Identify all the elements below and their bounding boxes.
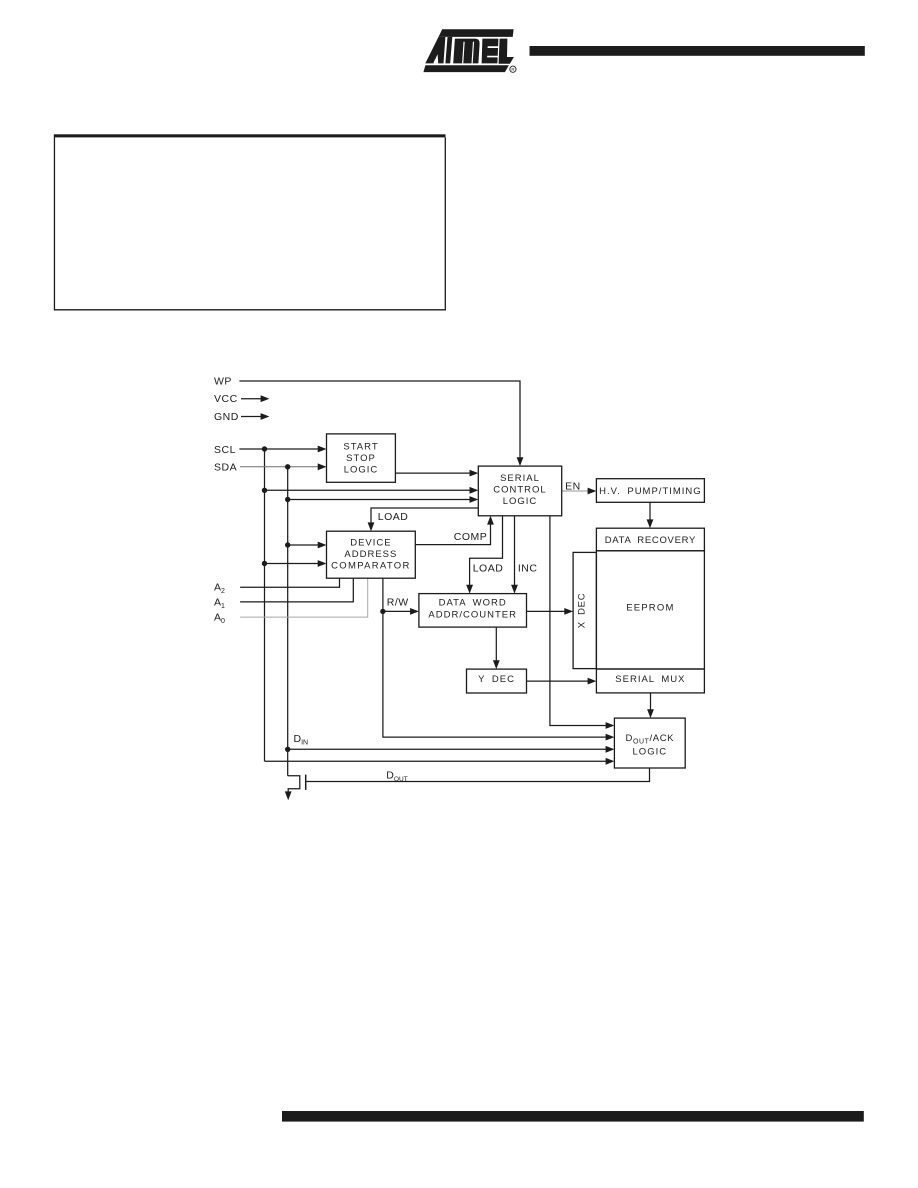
svg-text:GND: GND xyxy=(214,411,239,423)
svg-text:LOGIC: LOGIC xyxy=(633,747,668,758)
svg-text:X DEC: X DEC xyxy=(577,593,588,629)
svg-text:CONTROL: CONTROL xyxy=(493,485,546,496)
svg-text:SERIAL MUX: SERIAL MUX xyxy=(615,674,685,685)
svg-text:COMP: COMP xyxy=(454,531,488,543)
svg-text:VCC: VCC xyxy=(214,393,238,405)
svg-text:STOP: STOP xyxy=(346,453,376,464)
svg-text:DIN: DIN xyxy=(294,733,309,747)
svg-text:DEVICE: DEVICE xyxy=(350,538,391,549)
svg-text:COMPARATOR: COMPARATOR xyxy=(331,561,411,572)
svg-text:R/W: R/W xyxy=(387,597,409,609)
svg-text:LOAD: LOAD xyxy=(378,511,409,523)
svg-text:WP: WP xyxy=(214,376,232,388)
svg-text:LOAD: LOAD xyxy=(473,562,504,574)
svg-text:START: START xyxy=(343,442,378,453)
svg-text:A2: A2 xyxy=(214,582,225,596)
svg-text:A0: A0 xyxy=(214,612,225,626)
svg-text:DATA RECOVERY: DATA RECOVERY xyxy=(605,535,696,546)
svg-text:SDA: SDA xyxy=(214,462,237,474)
svg-text:INC: INC xyxy=(518,562,538,574)
svg-text:EN: EN xyxy=(565,481,581,493)
svg-text:DOUT: DOUT xyxy=(386,770,408,784)
svg-text:Y DEC: Y DEC xyxy=(478,674,515,685)
svg-text:DOUT/ACK: DOUT/ACK xyxy=(625,733,674,745)
svg-text:EEPROM: EEPROM xyxy=(626,603,674,614)
svg-text:LOGIC: LOGIC xyxy=(344,464,379,475)
svg-text:ADDRESS: ADDRESS xyxy=(344,549,397,560)
svg-text:A1: A1 xyxy=(214,596,225,610)
svg-text:DATA WORD: DATA WORD xyxy=(439,598,507,609)
svg-text:SERIAL: SERIAL xyxy=(500,473,540,484)
svg-text:LOGIC: LOGIC xyxy=(503,496,538,507)
svg-text:R: R xyxy=(511,67,514,72)
svg-text:SCL: SCL xyxy=(214,444,236,456)
svg-text:H.V. PUMP/TIMING: H.V. PUMP/TIMING xyxy=(599,486,702,497)
svg-text:ADDR/COUNTER: ADDR/COUNTER xyxy=(428,610,517,621)
